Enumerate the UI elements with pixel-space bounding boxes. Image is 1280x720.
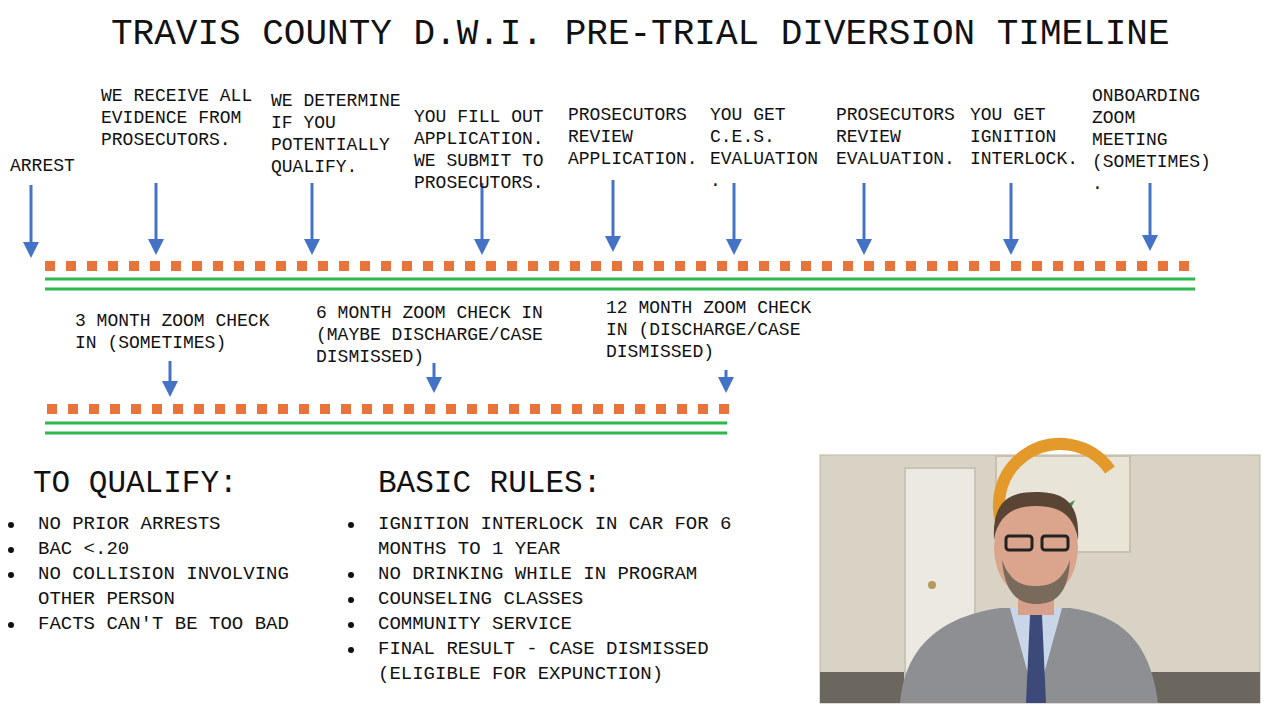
video-frame xyxy=(820,455,1260,703)
arrow-head xyxy=(162,381,178,397)
section-heading: BASIC RULES: xyxy=(378,466,620,502)
glasses xyxy=(1042,536,1068,550)
presenter-video xyxy=(820,444,1260,703)
arrow-head xyxy=(718,377,734,393)
arrow-group xyxy=(23,180,1158,397)
arrow-head xyxy=(605,236,621,252)
timeline-step: YOU GET C.E.S. EVALUATION . xyxy=(710,104,823,192)
timeline-step: YOU FILL OUT APPLICATION. WE SUBMIT TO P… xyxy=(414,106,549,194)
dashed-track xyxy=(47,404,730,414)
timeline-step: PROSECUTORS REVIEW APPLICATION. xyxy=(568,104,703,170)
timeline-step: 3 MONTH ZOOM CHECK IN (SOMETIMES) xyxy=(75,310,275,354)
list-item: FACTS CAN'T BE TOO BAD xyxy=(38,612,295,637)
beard xyxy=(1002,560,1070,604)
green-line xyxy=(45,422,727,425)
arrow-head xyxy=(726,239,742,255)
suit xyxy=(900,608,1158,703)
arrow-head xyxy=(426,377,442,393)
list-item: COMMUNITY SERVICE xyxy=(378,612,737,637)
list-item: NO COLLISION INVOLVING OTHER PERSON xyxy=(38,562,295,612)
timeline-step: 6 MONTH ZOOM CHECK IN (MAYBE DISCHARGE/C… xyxy=(316,302,548,368)
green-line xyxy=(45,432,727,435)
timeline-step: WE RECEIVE ALL EVIDENCE FROM PROSECUTORS… xyxy=(101,85,258,151)
arrow-shaft xyxy=(155,183,158,241)
bullet-dot xyxy=(8,547,14,553)
green-line xyxy=(45,288,1195,291)
dashed-track xyxy=(45,261,1195,271)
arrow-shaft xyxy=(311,183,314,241)
tie xyxy=(1026,615,1046,703)
bullet-dot xyxy=(8,522,14,528)
bullet-dot xyxy=(8,572,14,578)
arrow-head xyxy=(856,239,872,255)
list-item: NO PRIOR ARRESTS xyxy=(38,512,295,537)
timeline-step: ARREST xyxy=(10,155,80,177)
timeline-step: PROSECUTORS REVIEW EVALUATION. xyxy=(836,104,960,170)
list-item: FINAL RESULT - CASE DISMISSED (ELIGIBLE … xyxy=(378,637,737,687)
arrow-shaft xyxy=(733,183,736,241)
hair xyxy=(994,492,1078,540)
arrow-head xyxy=(304,239,320,255)
bullet-dot xyxy=(348,522,354,528)
arrow-shaft xyxy=(863,183,866,241)
bullet-dot xyxy=(348,597,354,603)
arrow-shaft xyxy=(1149,183,1152,237)
list-item: NO DRINKING WHILE IN PROGRAM xyxy=(378,562,737,587)
arrow-head xyxy=(1142,235,1158,251)
timeline-step: YOU GET IGNITION INTERLOCK. xyxy=(970,104,1083,170)
list-item: COUNSELING CLASSES xyxy=(378,587,737,612)
green-line xyxy=(45,278,1195,281)
arrow-head xyxy=(148,239,164,255)
arrow-head xyxy=(23,242,39,258)
list-item: IGNITION INTERLOCK IN CAR FOR 6 MONTHS T… xyxy=(378,512,737,562)
bullet-dot xyxy=(348,572,354,578)
timeline-step: WE DETERMINE IF YOU POTENTIALLY QUALIFY. xyxy=(271,90,406,178)
shirt xyxy=(1010,608,1062,703)
timeline-step: ONBOARDING ZOOM MEETING (SOMETIMES) . xyxy=(1092,85,1216,195)
timeline-step: 12 MONTH ZOOM CHECK IN (DISCHARGE/CASE D… xyxy=(606,297,817,363)
arrow-shaft xyxy=(433,363,436,379)
bullet-dot xyxy=(348,647,354,653)
video-wall xyxy=(820,455,1260,703)
arrow-shaft xyxy=(1010,183,1013,241)
arrow-head xyxy=(1003,239,1019,255)
door-knob xyxy=(928,581,936,589)
list-item: BAC <.20 xyxy=(38,537,295,562)
section-heading: TO QUALIFY: xyxy=(33,466,256,502)
diagram-title: TRAVIS COUNTY D.W.I. PRE-TRIAL DIVERSION… xyxy=(111,14,1170,56)
arrow-shaft xyxy=(169,361,172,383)
glasses xyxy=(1006,536,1032,550)
bullet-dot xyxy=(348,622,354,628)
arrow-shaft xyxy=(612,180,615,238)
arrow-shaft xyxy=(30,185,33,244)
bullet-dot xyxy=(8,622,14,628)
arrow-head xyxy=(474,239,490,255)
